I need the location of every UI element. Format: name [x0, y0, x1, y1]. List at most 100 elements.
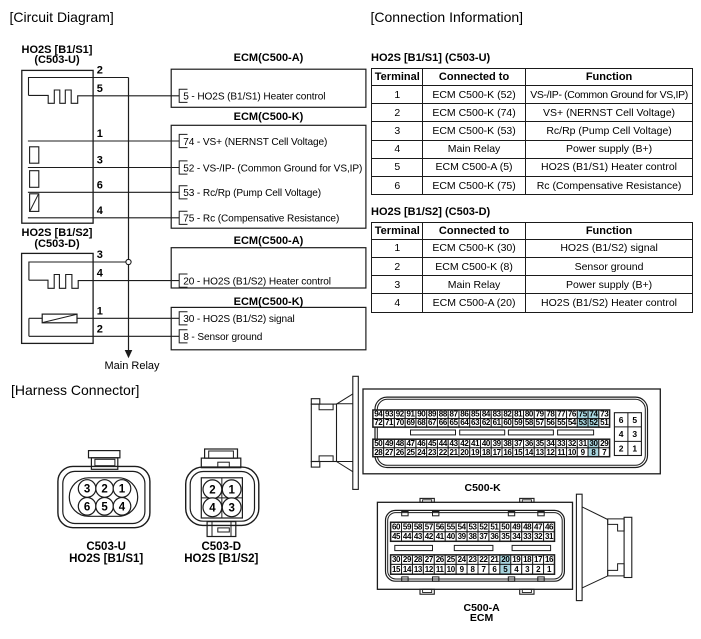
svg-text:12: 12 — [546, 448, 555, 457]
svg-text:5: 5 — [97, 83, 103, 95]
svg-text:71: 71 — [385, 418, 394, 427]
svg-text:37: 37 — [479, 532, 488, 541]
svg-text:83: 83 — [493, 410, 502, 419]
svg-text:53 - Rc/Rp (Pump Cell Voltage): 53 - Rc/Rp (Pump Cell Voltage) — [183, 188, 321, 199]
svg-text:55: 55 — [447, 523, 456, 532]
svg-text:18: 18 — [482, 448, 491, 457]
svg-text:34: 34 — [512, 532, 521, 541]
svg-text:28: 28 — [374, 448, 383, 457]
svg-text:59: 59 — [403, 523, 412, 532]
svg-text:22: 22 — [479, 555, 488, 564]
svg-text:5 - HO2S (B1/S1) Heater contro: 5 - HO2S (B1/S1) Heater control — [183, 92, 325, 103]
svg-text:2: 2 — [619, 444, 624, 454]
svg-text:3: 3 — [97, 249, 103, 261]
svg-text:31: 31 — [579, 439, 588, 448]
svg-text:93: 93 — [385, 410, 394, 419]
svg-text:60: 60 — [392, 523, 401, 532]
svg-text:2: 2 — [536, 565, 541, 574]
svg-text:4: 4 — [209, 503, 216, 515]
svg-text:14: 14 — [525, 448, 534, 457]
svg-text:21: 21 — [450, 448, 459, 457]
svg-text:32: 32 — [534, 532, 543, 541]
svg-text:65: 65 — [450, 418, 459, 427]
svg-text:18: 18 — [523, 555, 532, 564]
svg-text:81: 81 — [514, 410, 523, 419]
svg-text:46: 46 — [417, 439, 426, 448]
svg-text:3: 3 — [632, 429, 637, 439]
svg-text:49: 49 — [385, 439, 394, 448]
svg-text:3: 3 — [525, 565, 530, 574]
svg-text:12: 12 — [425, 565, 434, 574]
svg-text:48: 48 — [523, 523, 532, 532]
svg-text:43: 43 — [414, 532, 423, 541]
svg-text:17: 17 — [534, 555, 543, 564]
svg-text:22: 22 — [439, 448, 448, 457]
svg-text:47: 47 — [534, 523, 543, 532]
svg-text:4: 4 — [514, 565, 519, 574]
svg-text:1: 1 — [97, 305, 103, 317]
svg-text:16: 16 — [503, 448, 512, 457]
svg-text:2: 2 — [97, 65, 103, 77]
svg-text:64: 64 — [460, 418, 469, 427]
svg-text:13: 13 — [536, 448, 545, 457]
svg-text:63: 63 — [471, 418, 480, 427]
svg-text:89: 89 — [428, 410, 437, 419]
svg-text:88: 88 — [439, 410, 448, 419]
svg-text:41: 41 — [471, 439, 480, 448]
svg-text:48: 48 — [396, 439, 405, 448]
svg-text:79: 79 — [536, 410, 545, 419]
svg-text:52: 52 — [479, 523, 488, 532]
svg-text:15: 15 — [514, 448, 523, 457]
svg-text:6: 6 — [84, 502, 90, 514]
svg-text:31: 31 — [545, 532, 554, 541]
svg-text:50: 50 — [501, 523, 510, 532]
svg-text:62: 62 — [482, 418, 491, 427]
svg-text:4: 4 — [97, 205, 104, 217]
svg-text:2: 2 — [209, 485, 215, 497]
svg-text:20 - HO2S (B1/S2) Heater contr: 20 - HO2S (B1/S2) Heater control — [183, 276, 331, 287]
svg-text:6: 6 — [619, 415, 624, 425]
svg-text:20: 20 — [460, 448, 469, 457]
svg-text:7: 7 — [481, 565, 486, 574]
svg-text:26: 26 — [396, 448, 405, 457]
svg-text:66: 66 — [439, 418, 448, 427]
svg-text:73: 73 — [600, 410, 609, 419]
svg-text:19: 19 — [512, 555, 521, 564]
svg-text:2: 2 — [97, 323, 103, 335]
svg-text:57: 57 — [425, 523, 434, 532]
svg-text:56: 56 — [436, 523, 445, 532]
svg-text:10: 10 — [568, 448, 577, 457]
svg-text:24: 24 — [458, 555, 467, 564]
svg-text:46: 46 — [545, 523, 554, 532]
svg-text:9: 9 — [460, 565, 465, 574]
svg-text:10: 10 — [447, 565, 456, 574]
svg-text:29: 29 — [600, 439, 609, 448]
svg-text:41: 41 — [436, 532, 445, 541]
svg-text:44: 44 — [439, 439, 448, 448]
svg-text:5: 5 — [632, 415, 637, 425]
svg-text:76: 76 — [568, 410, 577, 419]
svg-text:33: 33 — [557, 439, 566, 448]
svg-text:36: 36 — [490, 532, 499, 541]
svg-text:80: 80 — [525, 410, 534, 419]
svg-text:16: 16 — [545, 555, 554, 564]
svg-text:30: 30 — [589, 439, 598, 448]
svg-text:54: 54 — [568, 418, 577, 427]
svg-text:67: 67 — [428, 418, 437, 427]
svg-text:69: 69 — [407, 418, 416, 427]
svg-text:4: 4 — [97, 268, 104, 280]
svg-text:3: 3 — [84, 484, 90, 496]
svg-text:40: 40 — [447, 532, 456, 541]
svg-text:4: 4 — [119, 502, 126, 514]
svg-text:38: 38 — [503, 439, 512, 448]
svg-text:43: 43 — [450, 439, 459, 448]
svg-text:45: 45 — [428, 439, 437, 448]
svg-text:24: 24 — [417, 448, 426, 457]
svg-text:45: 45 — [392, 532, 401, 541]
svg-text:33: 33 — [523, 532, 532, 541]
svg-text:60: 60 — [503, 418, 512, 427]
svg-text:13: 13 — [414, 565, 423, 574]
svg-text:78: 78 — [546, 410, 555, 419]
svg-text:7: 7 — [602, 448, 607, 457]
svg-text:75: 75 — [579, 410, 588, 419]
